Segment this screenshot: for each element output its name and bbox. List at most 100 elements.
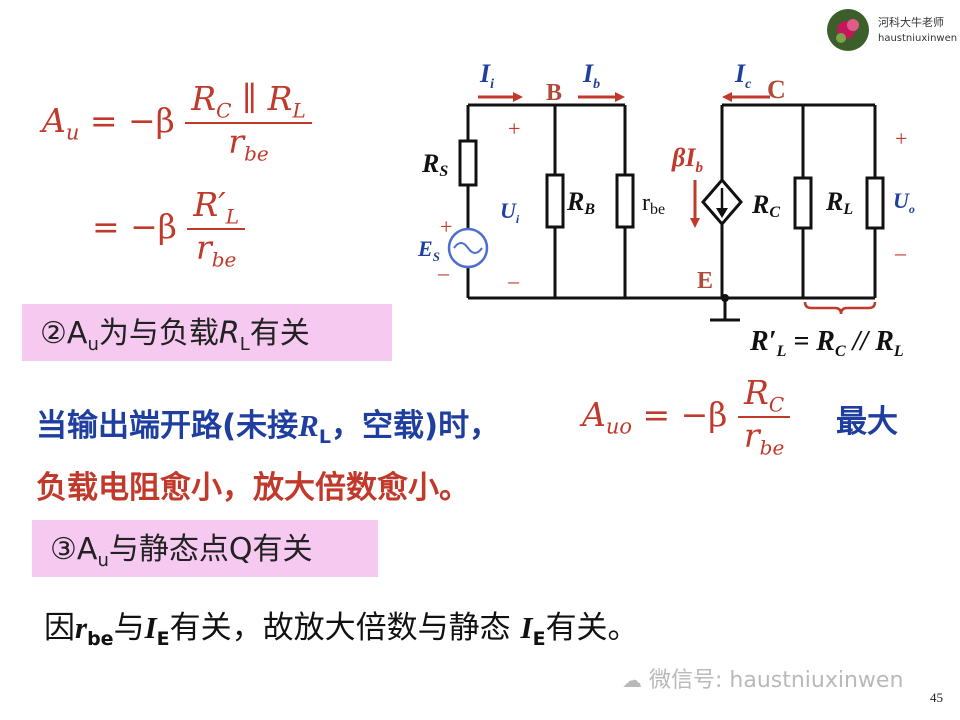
label-rb: R xyxy=(566,187,584,216)
label-rc: R xyxy=(751,190,769,219)
resistor-rs xyxy=(458,139,478,187)
node-e-dot xyxy=(721,294,729,302)
num-parallel: ∥ R xyxy=(231,79,293,118)
label-ui: U xyxy=(500,198,517,223)
label-ii-sub: i xyxy=(490,77,494,92)
resistor-rc xyxy=(793,176,813,230)
label-rl-sub: L xyxy=(842,201,853,218)
final-sentence: 因rbe与IE有关，故放大倍数与静态 IE有关。 xyxy=(44,602,639,650)
label-rb-sub: B xyxy=(583,201,595,218)
es-minus: – xyxy=(437,260,450,285)
logo-subtitle: haustniuxinwen xyxy=(878,33,958,44)
label-ib-sub: b xyxy=(593,77,600,92)
final-i2: I xyxy=(520,610,533,645)
box2-r-sub: L xyxy=(239,334,250,355)
ui-minus: – xyxy=(507,268,520,293)
ii-arrowhead xyxy=(513,92,523,102)
logo-avatar-icon xyxy=(827,9,869,51)
eq-sub-l: L xyxy=(893,343,904,360)
oc-r-sub: L xyxy=(318,426,331,449)
formula2-num: R′ xyxy=(193,185,226,224)
label-ic-sub: c xyxy=(745,77,752,92)
label-rc-sub: C xyxy=(769,204,780,221)
watermark-text: 微信号: haustniuxinwen xyxy=(649,668,904,693)
ic-arrowhead xyxy=(722,92,732,102)
load-sentence: 负载电阻愈小，放大倍数愈小。 xyxy=(36,470,470,506)
eq-rl-prime: R′ xyxy=(749,326,777,357)
final-r: r xyxy=(75,610,88,645)
box2-text1: 为与负载 xyxy=(98,316,219,351)
svg-text:RL: RL xyxy=(825,187,853,218)
point-3-box: ③Au与静态点Q有关 xyxy=(32,520,378,577)
final-t4: 有关。 xyxy=(545,610,639,646)
circuit-wires xyxy=(466,103,877,322)
dependent-source-arrowhead xyxy=(716,208,728,218)
current-arrows xyxy=(478,92,770,228)
circled-2: ② xyxy=(40,316,67,351)
box3-a: A xyxy=(76,532,98,567)
svg-text:rbe: rbe xyxy=(642,190,665,218)
label-beta-ib: βI xyxy=(671,143,696,172)
eq-rl-prime-sub: L xyxy=(776,343,787,360)
svg-text:Ii: Ii xyxy=(479,59,494,92)
label-beta-ib-sub: b xyxy=(695,160,703,176)
oc-num: R xyxy=(744,373,769,412)
box2-text2: 有关 xyxy=(249,316,310,351)
svg-text:Ic: Ic xyxy=(734,59,752,92)
oc-den-sub: be xyxy=(759,435,785,460)
eq-sub-c: C xyxy=(835,343,846,360)
box3-a-sub: u xyxy=(97,550,109,571)
formula-lhs-sub: u xyxy=(65,120,80,145)
formula-gain: Au = −β RC ∥ RL rbe xyxy=(42,79,312,166)
box2-a: A xyxy=(66,316,88,351)
node-c-label: C xyxy=(767,75,786,104)
label-ii: I xyxy=(479,59,491,88)
oc-eq: = −β xyxy=(632,395,738,435)
resistor-rbe xyxy=(615,173,635,229)
formula2-fraction: R′L rbe xyxy=(187,185,245,272)
open-circuit-sentence: 当输出端开路(未接RL，空载)时， xyxy=(36,400,500,448)
oc-text2: ，空载)时， xyxy=(330,408,501,444)
final-t1: 因 xyxy=(44,610,75,646)
point-2-box: ②Au为与负载RL有关 xyxy=(22,304,392,361)
label-rs: R xyxy=(421,149,439,178)
circled-3: ③ xyxy=(50,532,77,567)
final-r-sub: be xyxy=(87,628,114,651)
oc-lhs-sub: uo xyxy=(605,414,633,439)
formula2-num-sub: L xyxy=(225,204,239,229)
logo-title: 河科大牛老师 xyxy=(878,16,944,29)
max-label: 最大 xyxy=(836,404,898,440)
uo-plus: + xyxy=(895,126,907,151)
oc-num-sub: C xyxy=(768,392,785,417)
wechat-watermark: ☁ 微信号: haustniuxinwen xyxy=(622,662,903,694)
eq-equals-rc: = R xyxy=(786,326,835,357)
final-i2-sub: E xyxy=(532,628,546,651)
svg-text:RC: RC xyxy=(751,190,780,221)
rl-prime-equation: R′L = RC // RL xyxy=(749,326,904,360)
logo: 河科大牛老师 haustniuxinwen xyxy=(826,8,958,54)
den-sub: be xyxy=(244,141,269,166)
oc-den: r xyxy=(743,415,760,455)
final-t2: 与 xyxy=(113,610,145,646)
eq-parallel-rl: // R xyxy=(846,326,894,357)
box2-r: R xyxy=(218,316,240,351)
beta-ib-arrowhead xyxy=(690,218,700,228)
ib-arrowhead xyxy=(615,92,625,102)
formula-lhs: A xyxy=(42,101,66,141)
formula2-den-sub: be xyxy=(211,247,237,272)
den-r: r xyxy=(228,121,245,161)
open-circuit-formula: Auo = −β RC rbe xyxy=(582,373,791,460)
resistor-rl xyxy=(865,176,885,230)
uo-minus: – xyxy=(894,240,907,265)
label-ic: I xyxy=(734,59,746,88)
formula2-eq: = −β xyxy=(92,207,188,247)
label-ui-sub: i xyxy=(516,212,520,226)
label-rl: R xyxy=(825,187,843,216)
final-i: I xyxy=(144,610,157,645)
label-rbe: r xyxy=(642,190,650,216)
num-r: R xyxy=(191,79,217,118)
label-ib: I xyxy=(582,59,594,88)
formula-gain-simplified: = −β R′L rbe xyxy=(92,185,245,272)
es-plus: + xyxy=(440,214,452,239)
page-number: 45 xyxy=(930,690,943,705)
